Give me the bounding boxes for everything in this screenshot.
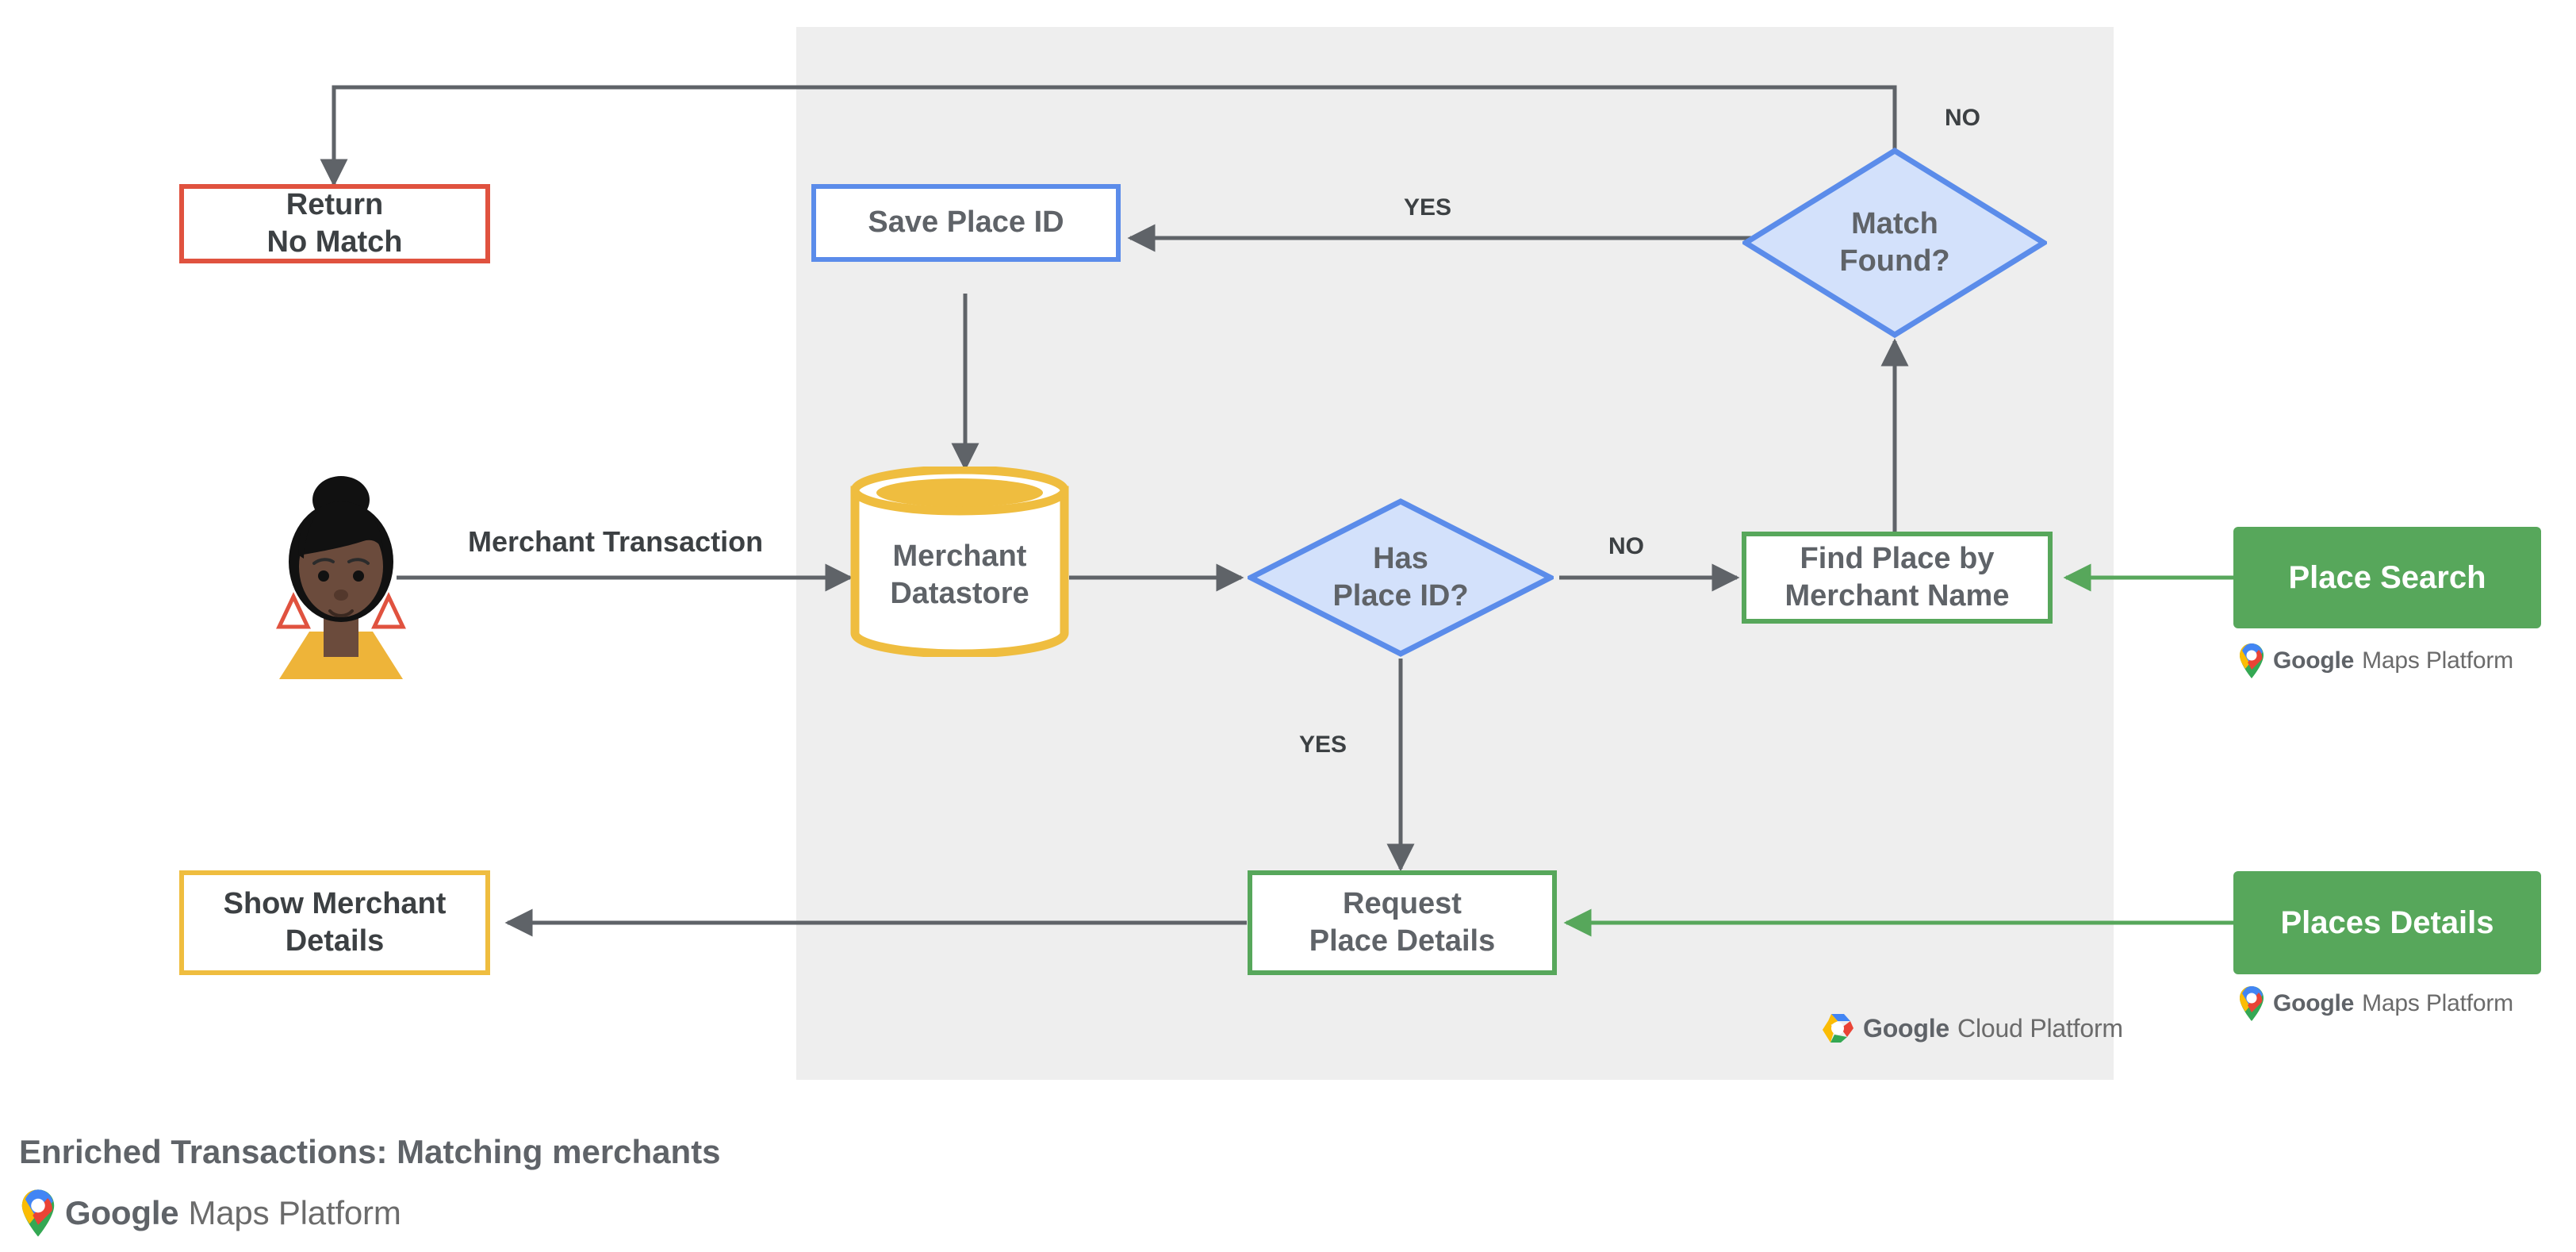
person-illustration	[276, 476, 406, 679]
edge-match-no	[320, 85, 1897, 187]
node-merchant-datastore[interactable]: Merchant Datastore	[850, 467, 1069, 657]
maps-pin-icon	[2240, 986, 2264, 1021]
node-has-place-id-label: Has Place ID?	[1332, 541, 1469, 613]
customer-avatar	[262, 467, 420, 679]
match-found-shape	[1742, 148, 2047, 338]
maps-platform-logo-text: Google Maps Platform	[2273, 990, 2513, 1017]
maps-platform-logo-place-search: Google Maps Platform	[2238, 643, 2513, 679]
node-match-found-label: Match Found?	[1839, 206, 1950, 278]
maps-platform-logo-text: Google Maps Platform	[2273, 647, 2513, 674]
cloud-platform-hexagon-icon	[1823, 1014, 1853, 1043]
logo-rest-word: Maps Platform	[2362, 990, 2513, 1016]
node-request-place-details[interactable]: Request Place Details	[1248, 870, 1557, 975]
edge-label-merchant-transaction: Merchant Transaction	[468, 525, 764, 558]
page-title: Enriched Transactions: Matching merchant…	[19, 1133, 721, 1170]
logo-rest-word: Maps Platform	[188, 1194, 401, 1231]
maps-pin-icon	[21, 1189, 55, 1237]
node-show-merchant-details[interactable]: Show Merchant Details	[179, 870, 490, 975]
edge-label-match-found-no: NO	[1945, 105, 1980, 131]
logo-google-word: Google	[2273, 990, 2355, 1016]
maps-platform-logo-places-details: Google Maps Platform	[2238, 985, 2513, 1022]
edge-label-has-place-id-yes: YES	[1299, 732, 1347, 758]
edge-label-has-place-id-no: NO	[1608, 533, 1644, 559]
node-find-place-by-merchant-name[interactable]: Find Place by Merchant Name	[1742, 532, 2053, 624]
chip-places-details[interactable]: Places Details	[2233, 871, 2541, 974]
logo-google-word: Google	[1863, 1013, 1950, 1043]
logo-google-word: Google	[2273, 647, 2355, 674]
edge-label-match-found-yes: YES	[1404, 194, 1452, 221]
logo-rest-word: Maps Platform	[2362, 647, 2513, 674]
node-return-no-match[interactable]: Return No Match	[179, 184, 490, 263]
datastore-shape	[850, 467, 1069, 657]
maps-pin-icon	[2240, 643, 2264, 678]
chip-place-search[interactable]: Place Search	[2233, 527, 2541, 628]
node-save-place-id[interactable]: Save Place ID	[811, 184, 1121, 262]
has-place-id-shape	[1248, 498, 1554, 657]
node-has-place-id[interactable]: Has Place ID?	[1248, 498, 1554, 657]
node-merchant-datastore-label: Merchant Datastore	[890, 539, 1029, 611]
logo-google-word: Google	[65, 1194, 179, 1231]
node-match-found[interactable]: Match Found?	[1742, 148, 2047, 338]
logo-rest-word: Cloud Platform	[1957, 1013, 2123, 1043]
